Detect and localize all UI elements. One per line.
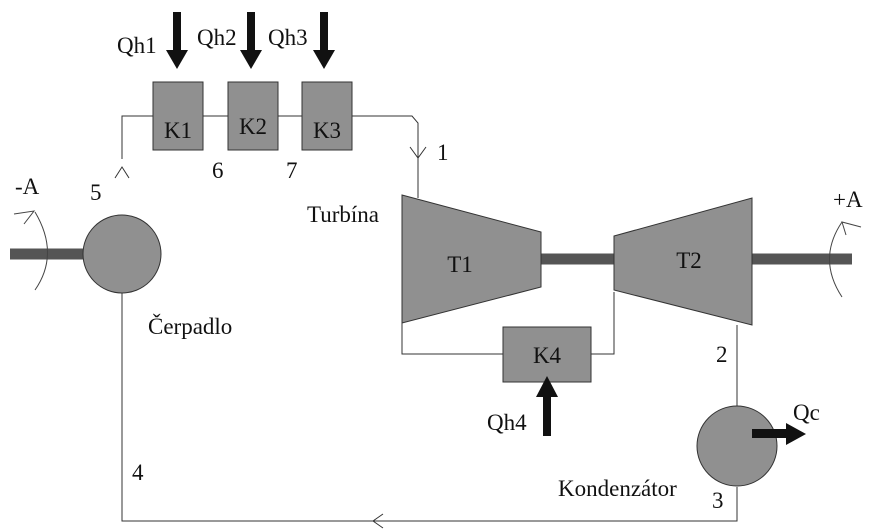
heater-k2 — [227, 81, 279, 151]
label-pump: Čerpadlo — [148, 313, 232, 339]
pipe-top — [121, 115, 419, 198]
turbine-t2 — [613, 197, 753, 326]
label-qh3: Qh3 — [268, 25, 308, 50]
flow-arrow-5 — [114, 166, 130, 179]
turbine-t1-label: T1 — [447, 252, 473, 277]
heater-k4 — [502, 326, 592, 383]
label-condenser: Kondenzátor — [558, 476, 677, 501]
heat-arrow-qh2 — [240, 12, 262, 69]
turbine-t1 — [401, 194, 542, 324]
rotation-arrowhead-left — [13, 210, 36, 225]
pump — [82, 214, 162, 294]
label-qh1: Qh1 — [117, 33, 157, 58]
flow-arrow-1 — [409, 146, 427, 159]
heat-arrow-qh4 — [536, 376, 558, 436]
state-1: 1 — [437, 140, 449, 165]
label-qc: Qc — [793, 400, 820, 425]
state-5: 5 — [90, 180, 102, 205]
state-2: 2 — [716, 342, 728, 367]
heater-k2-label: K2 — [239, 114, 267, 139]
heat-arrow-qc — [752, 423, 806, 445]
label-work-plus: +A — [833, 187, 863, 212]
heater-k4-label: K4 — [533, 343, 562, 368]
rotation-arrowhead-right — [841, 221, 862, 236]
rotation-arrow-left — [34, 211, 48, 291]
heater-k3-label: K3 — [313, 118, 341, 143]
condenser — [696, 405, 778, 487]
pipe-bottom-loop — [121, 281, 738, 522]
flow-arrow-bottom — [372, 513, 384, 529]
heater-k1-label: K1 — [164, 118, 192, 143]
heater-k1 — [152, 81, 204, 151]
pipe-reheat-return — [591, 292, 615, 355]
rotation-arrow-right — [829, 221, 843, 298]
heat-arrow-qh1 — [166, 12, 188, 69]
label-work-minus: -A — [15, 174, 40, 199]
label-turbine: Turbína — [307, 202, 379, 227]
label-qh4: Qh4 — [487, 410, 527, 435]
heat-arrow-qh3 — [313, 12, 335, 69]
state-7: 7 — [286, 158, 298, 183]
pipe-network — [121, 115, 738, 522]
pipe-reheat-out — [401, 318, 503, 355]
state-3: 3 — [712, 488, 724, 513]
turbine-t2-label: T2 — [676, 248, 702, 273]
heater-k3 — [301, 81, 353, 151]
state-6: 6 — [212, 158, 224, 183]
state-4: 4 — [132, 460, 144, 485]
label-qh2: Qh2 — [197, 25, 237, 50]
